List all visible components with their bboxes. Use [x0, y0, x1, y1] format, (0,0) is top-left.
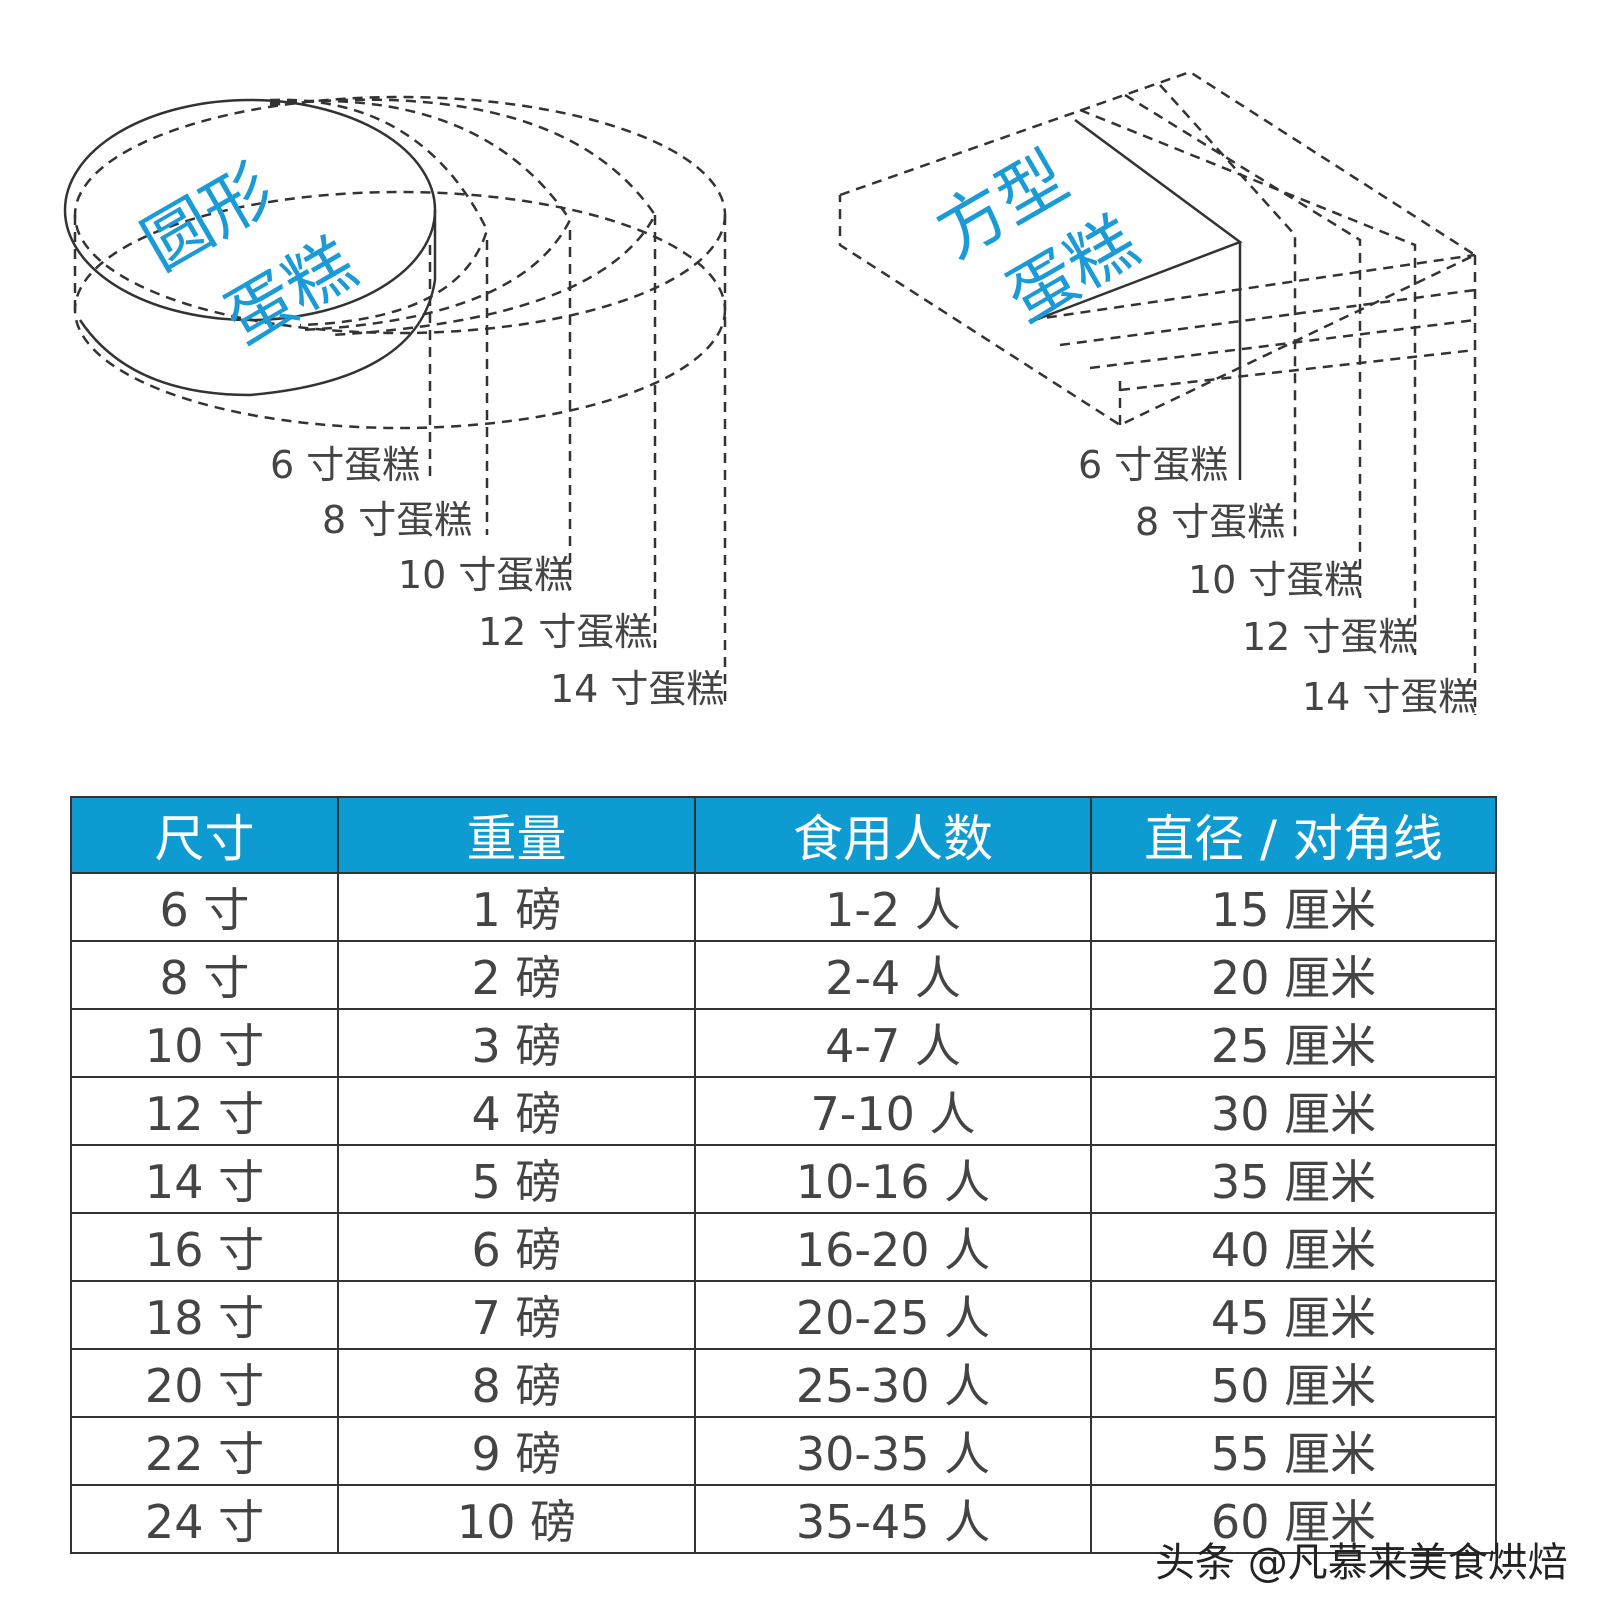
cell: 4-7 人	[694, 1008, 1092, 1078]
cell: 24 寸	[70, 1484, 339, 1554]
cake-size-diagram: 圆形 蛋糕 6 寸蛋糕 8 寸蛋糕 10 寸蛋糕 12 寸蛋糕 14 寸蛋糕	[0, 0, 1600, 760]
cell: 20 寸	[70, 1348, 339, 1418]
cell: 2 磅	[337, 940, 696, 1010]
cell: 15 厘米	[1090, 872, 1497, 942]
cell: 22 寸	[70, 1416, 339, 1486]
cell: 1 磅	[337, 872, 696, 942]
cell: 9 磅	[337, 1416, 696, 1486]
round-label-12: 12 寸蛋糕	[478, 610, 652, 654]
round-label-6: 6 寸蛋糕	[270, 443, 420, 487]
cell: 45 厘米	[1090, 1280, 1497, 1350]
col-header-diameter: 直径 / 对角线	[1090, 796, 1497, 874]
cell: 25 厘米	[1090, 1008, 1497, 1078]
round-label-8: 8 寸蛋糕	[322, 498, 472, 542]
cell: 35-45 人	[694, 1484, 1092, 1554]
cell: 60 厘米	[1090, 1484, 1497, 1554]
round-label-14: 14 寸蛋糕	[550, 667, 724, 711]
cell: 18 寸	[70, 1280, 339, 1350]
cell: 8 磅	[337, 1348, 696, 1418]
cell: 2-4 人	[694, 940, 1092, 1010]
cell: 30 厘米	[1090, 1076, 1497, 1146]
cell: 55 厘米	[1090, 1416, 1497, 1486]
cell: 3 磅	[337, 1008, 696, 1078]
cell: 6 寸	[70, 872, 339, 942]
cell: 20 厘米	[1090, 940, 1497, 1010]
cell: 4 磅	[337, 1076, 696, 1146]
square-label-12: 12 寸蛋糕	[1242, 615, 1416, 659]
watermark: 头条 @凡慕来美食烘焙	[1155, 1540, 1568, 1586]
cell: 14 寸	[70, 1144, 339, 1214]
cell: 20-25 人	[694, 1280, 1092, 1350]
square-label-6: 6 寸蛋糕	[1078, 443, 1228, 487]
col-header-weight: 重量	[337, 796, 696, 874]
cell: 7-10 人	[694, 1076, 1092, 1146]
cell: 16-20 人	[694, 1212, 1092, 1282]
cell: 30-35 人	[694, 1416, 1092, 1486]
cell: 8 寸	[70, 940, 339, 1010]
square-label-10: 10 寸蛋糕	[1188, 558, 1362, 602]
square-label-8: 8 寸蛋糕	[1135, 500, 1285, 544]
col-header-size: 尺寸	[70, 796, 339, 874]
cell: 1-2 人	[694, 872, 1092, 942]
round-cake-illustration	[63, 95, 727, 705]
cell: 25-30 人	[694, 1348, 1092, 1418]
cell: 50 厘米	[1090, 1348, 1497, 1418]
table-header-row: 尺寸 重量 食用人数 直径 / 对角线	[70, 796, 1497, 874]
cell: 40 厘米	[1090, 1212, 1497, 1282]
round-label-10: 10 寸蛋糕	[398, 553, 572, 597]
cell: 6 磅	[337, 1212, 696, 1282]
cell: 5 磅	[337, 1144, 696, 1214]
square-cake-illustration	[838, 70, 1478, 715]
cell: 35 厘米	[1090, 1144, 1497, 1214]
cell: 10 寸	[70, 1008, 339, 1078]
cell: 10-16 人	[694, 1144, 1092, 1214]
cell: 10 磅	[337, 1484, 696, 1554]
cell: 16 寸	[70, 1212, 339, 1282]
square-label-14: 14 寸蛋糕	[1302, 675, 1476, 719]
cell: 7 磅	[337, 1280, 696, 1350]
cell: 12 寸	[70, 1076, 339, 1146]
col-header-servings: 食用人数	[694, 796, 1092, 874]
